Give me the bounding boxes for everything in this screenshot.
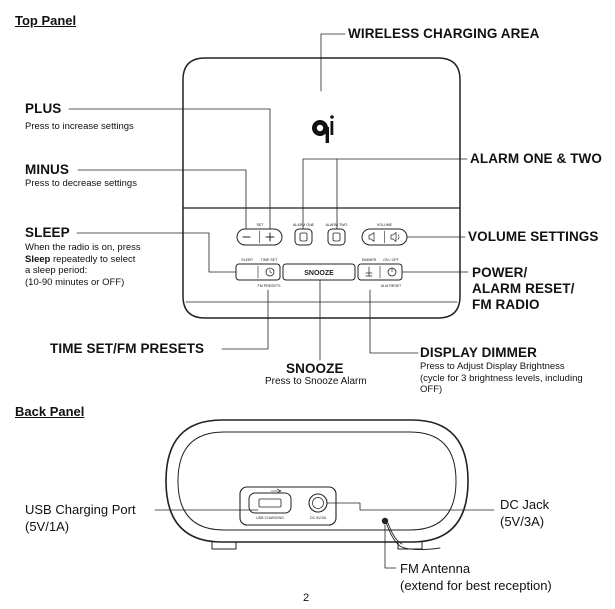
usb-port-line2: (5V/1A) bbox=[25, 519, 70, 534]
dimmer-desc-line2: (cycle for 3 brightness levels, includin… bbox=[420, 372, 583, 384]
clock-icon bbox=[265, 267, 275, 277]
snooze-button-label: SNOOZE bbox=[304, 270, 334, 277]
antenna-jack-icon bbox=[381, 517, 389, 525]
volume-callout: VOLUME SETTINGS bbox=[468, 229, 599, 244]
sleep-desc-line2: Sleep repeatedly to select bbox=[25, 254, 200, 266]
power-line3: FM RADIO bbox=[472, 297, 540, 312]
dimmer-description: Press to Adjust Display Brightness (cycl… bbox=[420, 361, 610, 396]
plus-callout: PLUS bbox=[25, 101, 62, 116]
page-number: 2 bbox=[303, 592, 310, 604]
fm-antenna-callout: FM Antenna (extend for best reception) bbox=[400, 560, 552, 594]
power-line2: ALARM RESET/ bbox=[472, 281, 575, 296]
alm-reset-label: ALM RESET bbox=[381, 284, 402, 288]
usb-port-callout: USB Charging Port (5V/1A) bbox=[25, 501, 136, 535]
power-callout: POWER/ ALARM RESET/ FM RADIO bbox=[472, 265, 574, 313]
dimmer-desc-line3: OFF) bbox=[420, 384, 443, 395]
dc-jack bbox=[308, 493, 328, 513]
back-panel-title: Back Panel bbox=[15, 404, 85, 419]
set-capsule bbox=[236, 228, 283, 246]
time-set-label: TIME SET bbox=[261, 258, 278, 262]
alarm-callout: ALARM ONE & TWO bbox=[470, 151, 602, 166]
dimmer-desc-line1: Press to Adjust Display Brightness bbox=[420, 361, 565, 372]
alarm-one-icon bbox=[299, 232, 308, 242]
alarm-two-label: ALARM TWO bbox=[326, 223, 348, 227]
back-panel-inner-outline bbox=[177, 431, 457, 531]
alarm-one-label: ALARM ONE bbox=[293, 223, 315, 227]
volume-down-icon bbox=[368, 232, 375, 242]
usb-symbol-icon bbox=[270, 488, 282, 494]
back-panel-outline bbox=[165, 419, 469, 543]
sleep-desc-line4: (10-90 minutes or OFF) bbox=[25, 276, 125, 288]
snooze-callout: SNOOZE bbox=[286, 361, 344, 376]
minus-description: Press to decrease settings bbox=[25, 178, 137, 189]
usb-charging-label: USB CHARGING bbox=[256, 516, 284, 520]
top-panel-outline bbox=[182, 57, 461, 319]
alarm-two-icon bbox=[332, 232, 341, 242]
alarm-one-button bbox=[294, 228, 313, 246]
sleep-desc-bold: Sleep bbox=[25, 253, 51, 265]
plus-description: Press to increase settings bbox=[25, 121, 134, 132]
fm-antenna-line1: FM Antenna bbox=[400, 561, 471, 576]
snooze-description: Press to Snooze Alarm bbox=[265, 376, 367, 387]
qi-logo-icon bbox=[312, 115, 334, 143]
alarm-two-button bbox=[327, 228, 346, 246]
usb-port bbox=[248, 492, 292, 514]
dimmer-label: DIMMER bbox=[362, 258, 377, 262]
usb-port-line1: USB Charging Port bbox=[25, 502, 136, 517]
minus-callout: MINUS bbox=[25, 162, 69, 177]
dc-jack-line2: (5V/3A) bbox=[500, 514, 545, 529]
port-plate bbox=[239, 486, 337, 526]
sleep-description: When the radio is on, press Sleep repeat… bbox=[25, 242, 200, 288]
set-label: SET bbox=[257, 223, 265, 227]
fm-antenna-line2: (extend for best reception) bbox=[400, 578, 552, 593]
sleep-label: SLEEP bbox=[241, 258, 253, 262]
fm-antenna-wire bbox=[385, 521, 441, 551]
sleep-callout: SLEEP bbox=[25, 225, 70, 240]
dimmer-icon bbox=[365, 266, 373, 277]
power-line1: POWER/ bbox=[472, 265, 528, 280]
volume-up-icon bbox=[390, 232, 397, 242]
dimmer-callout: DISPLAY DIMMER bbox=[420, 345, 537, 360]
dc-rating-label: DC 5V/3A bbox=[310, 516, 327, 520]
sleep-desc-line3: a sleep period: bbox=[25, 265, 88, 276]
sleep-desc-line1: When the radio is on, press bbox=[25, 242, 141, 253]
dc-jack-line1: DC Jack bbox=[500, 497, 550, 512]
top-panel-title: Top Panel bbox=[15, 13, 77, 28]
on-off-label: ON / OFF bbox=[383, 258, 399, 262]
wireless-charging-callout: WIRELESS CHARGING AREA bbox=[348, 26, 540, 41]
snooze-button bbox=[282, 263, 356, 281]
volume-label: VOLUME bbox=[377, 223, 393, 227]
time-set-callout: TIME SET/FM PRESETS bbox=[50, 341, 205, 356]
sleep-desc-rest: repeatedly to select bbox=[50, 253, 136, 265]
fm-presets-label: FM PRESETS bbox=[258, 284, 282, 288]
dc-jack-callout: DC Jack (5V/3A) bbox=[500, 496, 549, 530]
